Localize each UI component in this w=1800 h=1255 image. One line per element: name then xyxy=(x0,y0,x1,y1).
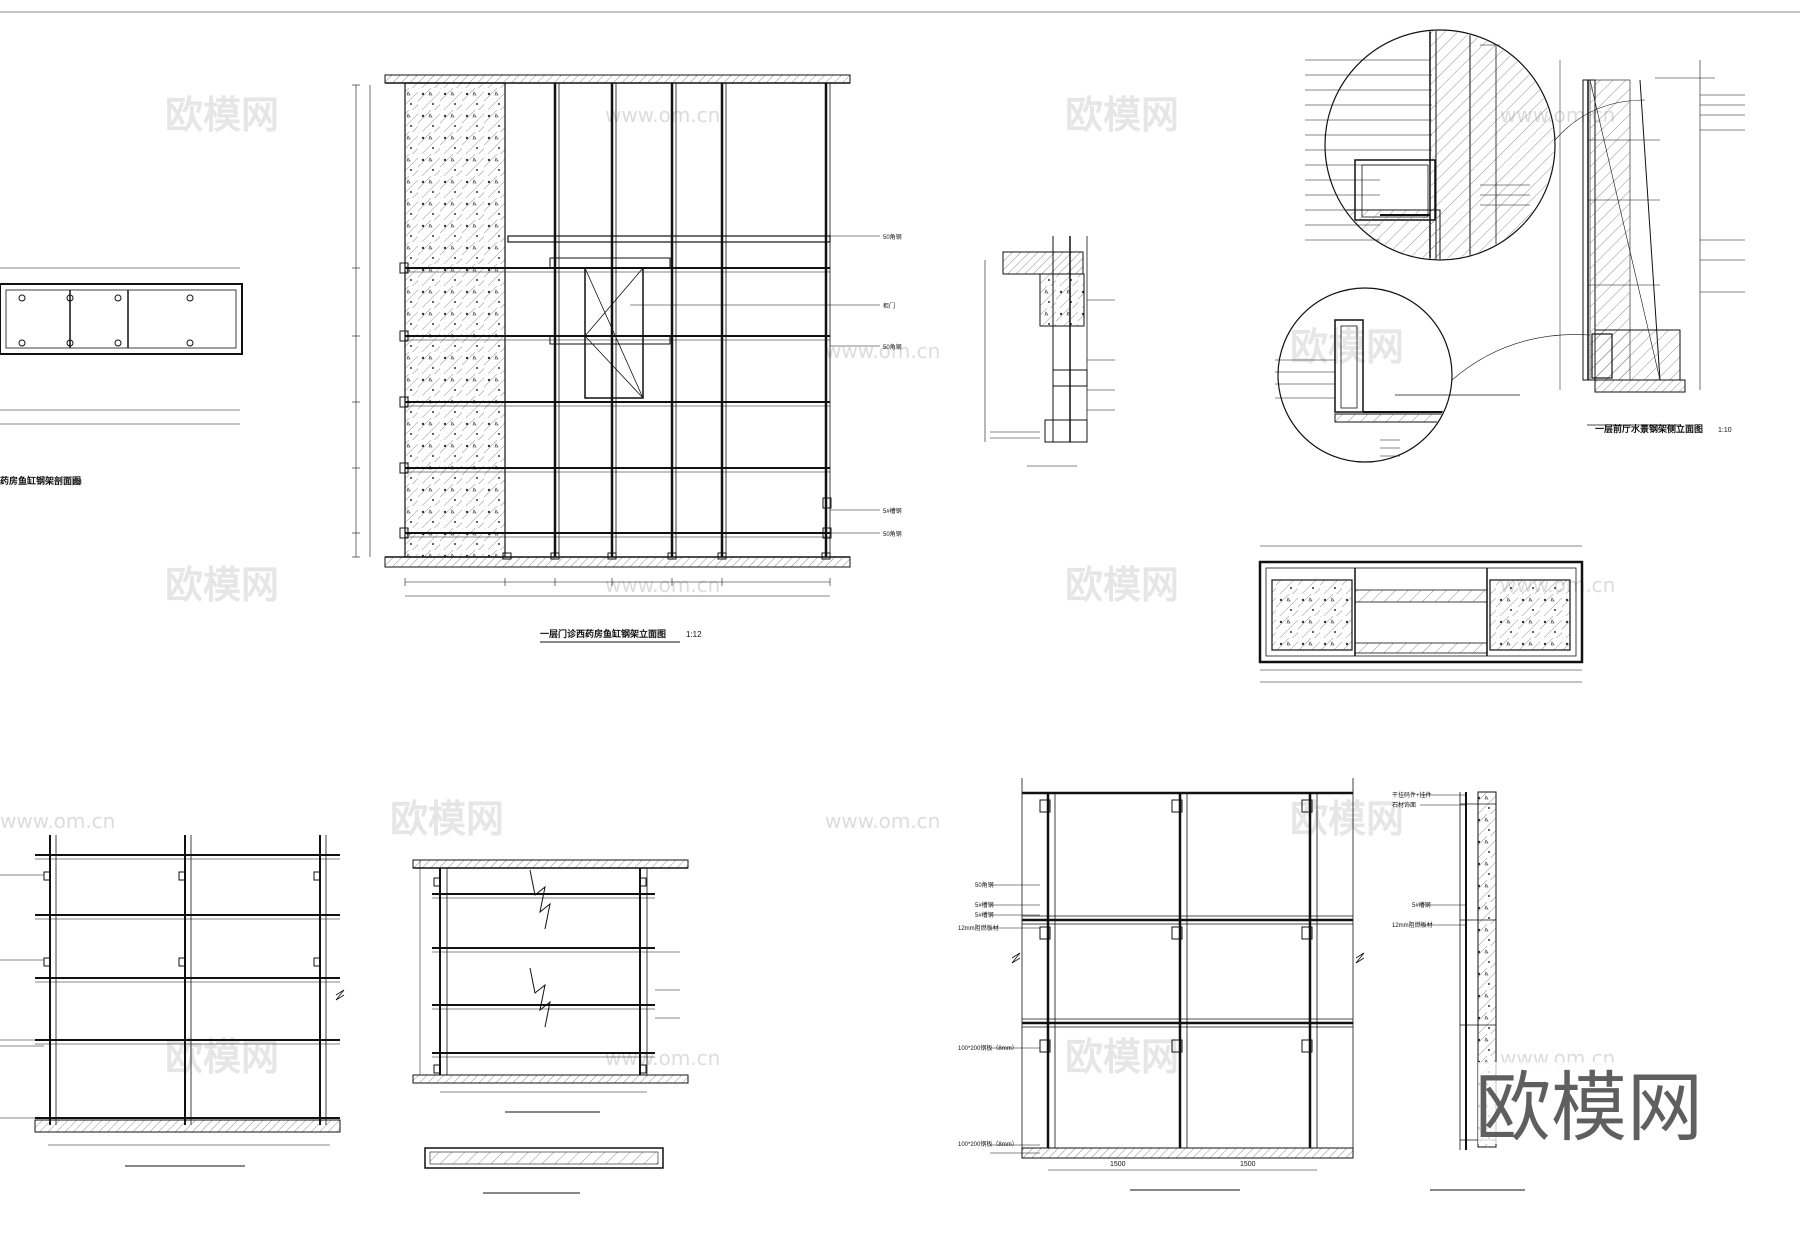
brand-backdrop xyxy=(1478,1062,1703,1144)
small-side-section xyxy=(984,236,1115,467)
watermark-brand: 欧模网 xyxy=(165,1035,279,1079)
brand-logo: 欧模网 xyxy=(1475,1063,1703,1152)
callout-channel-steel: 5#槽钢 xyxy=(883,507,902,515)
watermark-brand: 欧模网 xyxy=(1290,325,1404,369)
callout-hanger: 干挂码件+挂件 xyxy=(1392,791,1432,799)
watermark-brand: 欧模网 xyxy=(1065,1035,1179,1079)
callout-door: 柜门 xyxy=(883,302,895,310)
callout-plate-br1: 100*200钢板（8mm） xyxy=(958,1044,1018,1052)
watermark-brand: 欧模网 xyxy=(1290,797,1404,841)
callout-angle-steel-top: 50角钢 xyxy=(883,233,902,241)
callout-channel-br2: 5#槽钢 xyxy=(975,911,994,919)
watermark-url: www.om.cn xyxy=(605,1046,720,1070)
watermark-brand: 欧模网 xyxy=(390,797,504,841)
watermark-url: www.om.cn xyxy=(605,573,720,597)
water-feature-section xyxy=(1275,29,1745,463)
drawing-title-water-feature: 一层前厅水景钢架侧立面图 xyxy=(1595,423,1703,434)
callout-plate-br2: 100*200钢板（8mm） xyxy=(958,1140,1018,1148)
bottom-right-elevation xyxy=(990,778,1525,1191)
callout-angle-steel-mid: 50角钢 xyxy=(883,343,902,351)
fish-tank-elevation xyxy=(352,74,880,597)
watermark-brand: 欧模网 xyxy=(1065,93,1179,137)
callout-board-br: 12mm阻燃板材 xyxy=(958,924,999,932)
callout-channel-br1: 5#槽钢 xyxy=(975,901,994,909)
drawing-scale-left-section: 1:8 xyxy=(72,479,82,486)
drawing-title-fish-tank: 一层门诊西药房鱼缸钢架立面图 xyxy=(540,628,666,639)
callout-channel-right: 5#槽钢 xyxy=(1412,901,1431,909)
watermark-url: www.om.cn xyxy=(605,103,720,127)
partial-left-section xyxy=(0,267,243,425)
bottom-center-elevation xyxy=(412,859,689,1194)
watermark-url: www.om.cn xyxy=(0,809,115,833)
callout-angle-steel-br: 50角钢 xyxy=(975,881,994,889)
dim-1500-a: 1500 xyxy=(1110,1161,1126,1168)
watermark-brand: 欧模网 xyxy=(165,93,279,137)
callout-angle-steel-low: 50角钢 xyxy=(883,530,902,538)
plan-section xyxy=(1258,545,1584,683)
watermark-brand: 欧模网 xyxy=(1065,563,1179,607)
callout-stone: 石材饰面 xyxy=(1392,801,1416,809)
watermark-url: www.om.cn xyxy=(825,339,940,363)
watermarks: 欧模网 欧模网 欧模网 欧模网 欧模网 欧模网 欧模网 欧模网 欧模网 www.… xyxy=(0,93,1615,1079)
bottom-left-elevation xyxy=(0,835,345,1167)
watermark-url: www.om.cn xyxy=(825,809,940,833)
watermark-brand: 欧模网 xyxy=(165,563,279,607)
dim-1500-b: 1500 xyxy=(1240,1161,1256,1168)
callout-board-right: 12mm阻燃板材 xyxy=(1392,921,1433,929)
drawing-title-left-section: 药房鱼缸钢架剖面图 xyxy=(0,475,81,486)
drawing-scale-fish-tank: 1:12 xyxy=(686,630,702,639)
drawing-scale-water-feature: 1:10 xyxy=(1718,427,1732,434)
